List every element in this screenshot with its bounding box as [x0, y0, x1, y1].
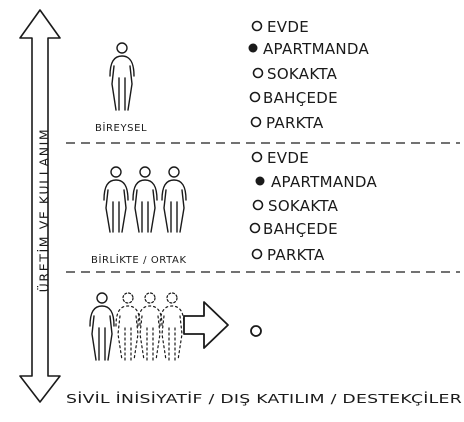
axis-label: ÜRETİM VE KULLANIM [36, 128, 52, 293]
option-label: APARTMANDA [271, 173, 378, 191]
option-label: PARKTA [267, 246, 325, 264]
people-group-icon [103, 166, 187, 233]
option-label: SOKAKTA [268, 197, 339, 215]
option-label: PARKTA [266, 114, 324, 132]
radio-empty-icon [251, 151, 263, 163]
option-item[interactable]: APARTMANDA [248, 40, 370, 58]
option-list: EVDE APARTMANDA SOKAKTA BAHÇEDE PARKTA [248, 18, 370, 132]
option-label: EVDE [267, 149, 309, 167]
option-label: APARTMANDA [263, 40, 370, 58]
option-item[interactable]: PARKTA [250, 114, 324, 132]
right-arrow-icon [183, 301, 229, 349]
radio-empty-icon [250, 325, 262, 337]
option-item[interactable]: BAHÇEDE [249, 220, 338, 238]
option-label: EVDE [267, 18, 309, 36]
person-icon [109, 42, 135, 111]
section-caption: BİRLİKTE / ORTAK [91, 253, 187, 266]
section-civil: SİVİL İNİSİYATİF / DIŞ KATILIM / DESTEKÇ… [66, 292, 462, 406]
option-item[interactable]: BAHÇEDE [249, 89, 338, 107]
option-item[interactable]: SOKAKTA [252, 65, 338, 83]
option-label: BAHÇEDE [263, 220, 338, 238]
option-item[interactable]: SOKAKTA [252, 197, 339, 215]
option-item[interactable]: EVDE [251, 149, 309, 167]
radio-empty-icon [250, 116, 262, 128]
option-item[interactable] [250, 325, 262, 337]
radio-empty-icon [251, 248, 263, 260]
radio-empty-icon [249, 91, 261, 103]
option-label: BAHÇEDE [263, 89, 338, 107]
section-shared: BİRLİKTE / ORTAK EVDE APARTMANDA SOKAKTA… [91, 149, 378, 266]
radio-filled-icon [248, 43, 258, 53]
vertical-double-arrow: ÜRETİM VE KULLANIM [19, 9, 61, 403]
section-caption: BİREYSEL [95, 121, 147, 134]
option-list: EVDE APARTMANDA SOKAKTA BAHÇEDE PARKTA [249, 149, 378, 264]
radio-empty-icon [252, 199, 264, 211]
option-label: SOKAKTA [267, 65, 338, 83]
option-item[interactable]: APARTMANDA [255, 173, 378, 191]
radio-empty-icon [249, 222, 261, 234]
radio-empty-icon [251, 20, 263, 32]
option-item[interactable]: EVDE [251, 18, 309, 36]
radio-empty-icon [252, 67, 264, 79]
option-item[interactable]: PARKTA [251, 246, 325, 264]
section-caption: SİVİL İNİSİYATİF / DIŞ KATILIM / DESTEKÇ… [66, 391, 462, 406]
section-individual: BİREYSEL EVDE APARTMANDA SOKAKTA BAHÇEDE… [95, 18, 370, 134]
radio-filled-icon [255, 176, 265, 186]
people-crowd-icon [89, 292, 185, 361]
